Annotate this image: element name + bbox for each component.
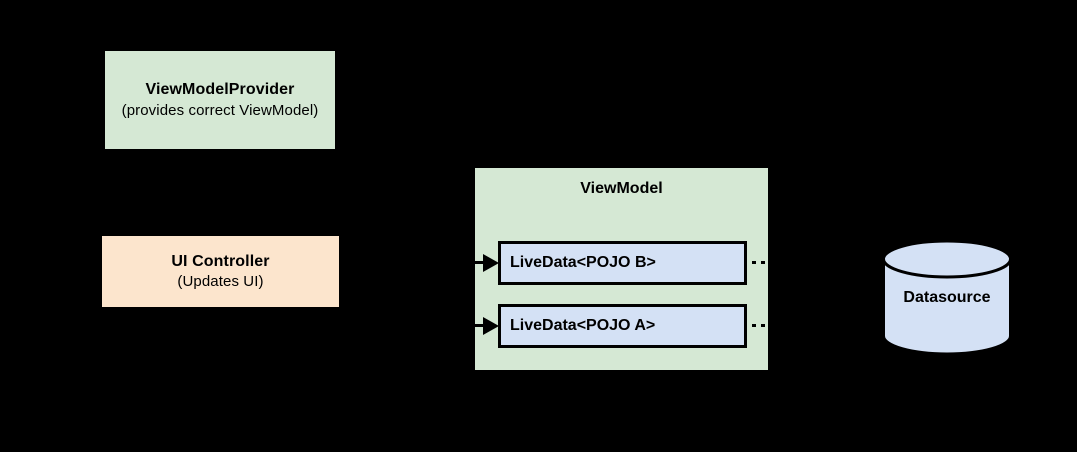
arrow-stem bbox=[475, 261, 485, 264]
dashed-from-livedata-b-segment-1 bbox=[752, 261, 756, 264]
node-viewmodel-container[interactable]: ViewModel LiveData<POJO B> LiveData<POJO… bbox=[475, 168, 768, 370]
node-ui-controller[interactable]: UI Controller (Updates UI) bbox=[102, 236, 339, 307]
viewmodel-title: ViewModel bbox=[580, 180, 663, 197]
node-datasource[interactable]: Datasource bbox=[882, 239, 1012, 356]
cylinder-icon bbox=[882, 239, 1012, 356]
viewmodel-provider-subtitle: (provides correct ViewModel) bbox=[121, 101, 319, 119]
ui-controller-title: UI Controller bbox=[171, 252, 270, 270]
arrow-into-livedata-a-icon bbox=[475, 317, 499, 335]
viewmodel-provider-title: ViewModelProvider bbox=[145, 81, 295, 99]
arrow-stem bbox=[475, 324, 485, 327]
node-viewmodel-provider[interactable]: ViewModelProvider (provides correct View… bbox=[105, 51, 335, 149]
arrow-head bbox=[483, 317, 499, 335]
arrow-into-livedata-b-icon bbox=[475, 254, 499, 272]
node-livedata-pojo-a[interactable]: LiveData<POJO A> bbox=[498, 304, 747, 348]
dashed-from-livedata-b-segment-2 bbox=[761, 261, 765, 264]
dashed-from-livedata-a-segment-1 bbox=[752, 324, 756, 327]
arrow-head bbox=[483, 254, 499, 272]
node-livedata-pojo-b[interactable]: LiveData<POJO B> bbox=[498, 241, 747, 285]
ui-controller-subtitle: (Updates UI) bbox=[177, 273, 264, 291]
dashed-from-livedata-a-segment-2 bbox=[761, 324, 765, 327]
